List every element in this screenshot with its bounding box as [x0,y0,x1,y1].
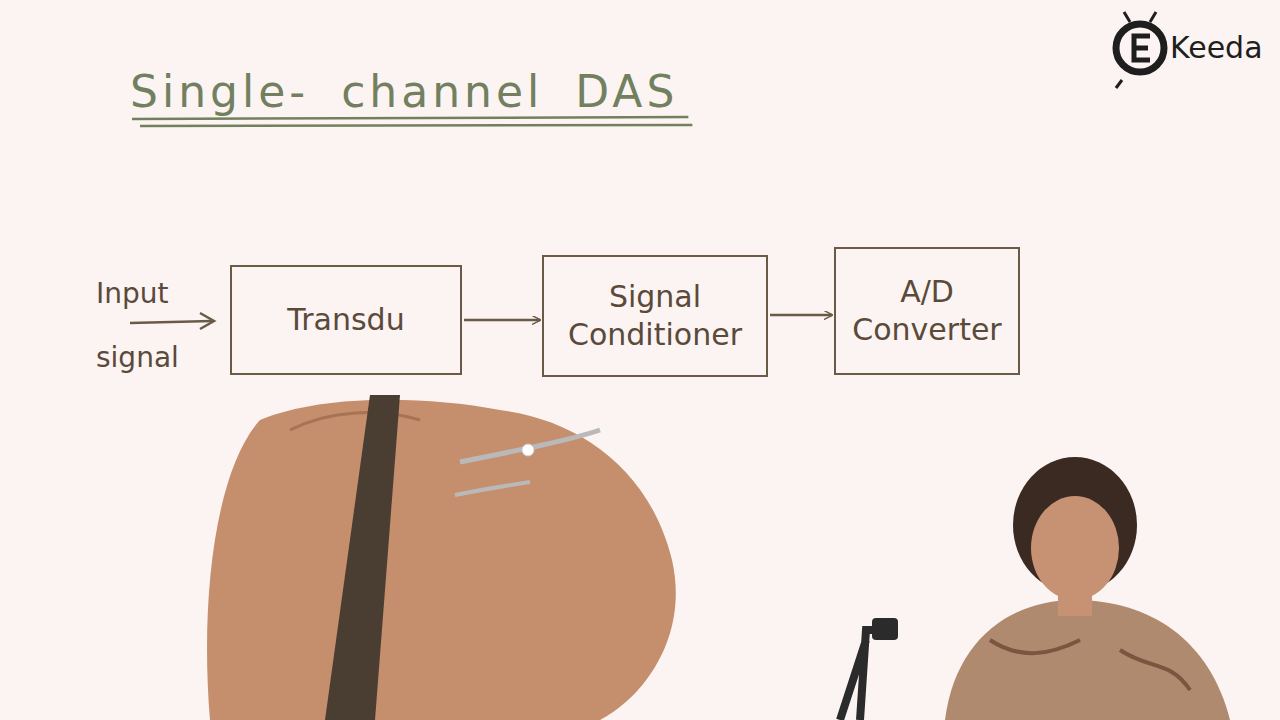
process-box: Signal Conditioner [542,255,768,377]
presenter [945,457,1230,720]
stand [840,630,880,720]
dress-pattern [990,640,1190,690]
process-box: Transdu [230,265,462,375]
presenter-face [1031,496,1119,600]
camera-stand [840,618,898,720]
ring [455,482,530,495]
box-text: Transdu [287,301,404,339]
arrow-head [200,313,214,329]
hand [207,400,676,720]
logo-e [1134,36,1150,60]
connector-arrow [464,319,540,322]
knuckle [290,413,420,430]
arrow-line [130,321,212,323]
signal-label: Input signal [96,262,206,390]
box-text: Signal Conditioner [556,278,754,354]
connector-arrow [770,314,832,317]
process-box: A/D Converter [834,247,1020,375]
title: Single- channel DAS [130,66,678,117]
logo-text: Keeda [1170,30,1280,66]
input-arrow [130,313,214,329]
box-text: A/D Converter [848,273,1006,349]
ring-stone [522,444,534,456]
title-underline [140,125,692,126]
marker-pen [325,395,400,720]
hand-illustration [207,395,676,720]
logo-legs [1116,12,1156,88]
presenter-neck [1058,592,1092,616]
title-underline [132,117,688,119]
logo-mark [1116,12,1164,88]
presenter-body [945,600,1230,720]
logo-ring [1116,24,1164,72]
ring [460,430,600,462]
